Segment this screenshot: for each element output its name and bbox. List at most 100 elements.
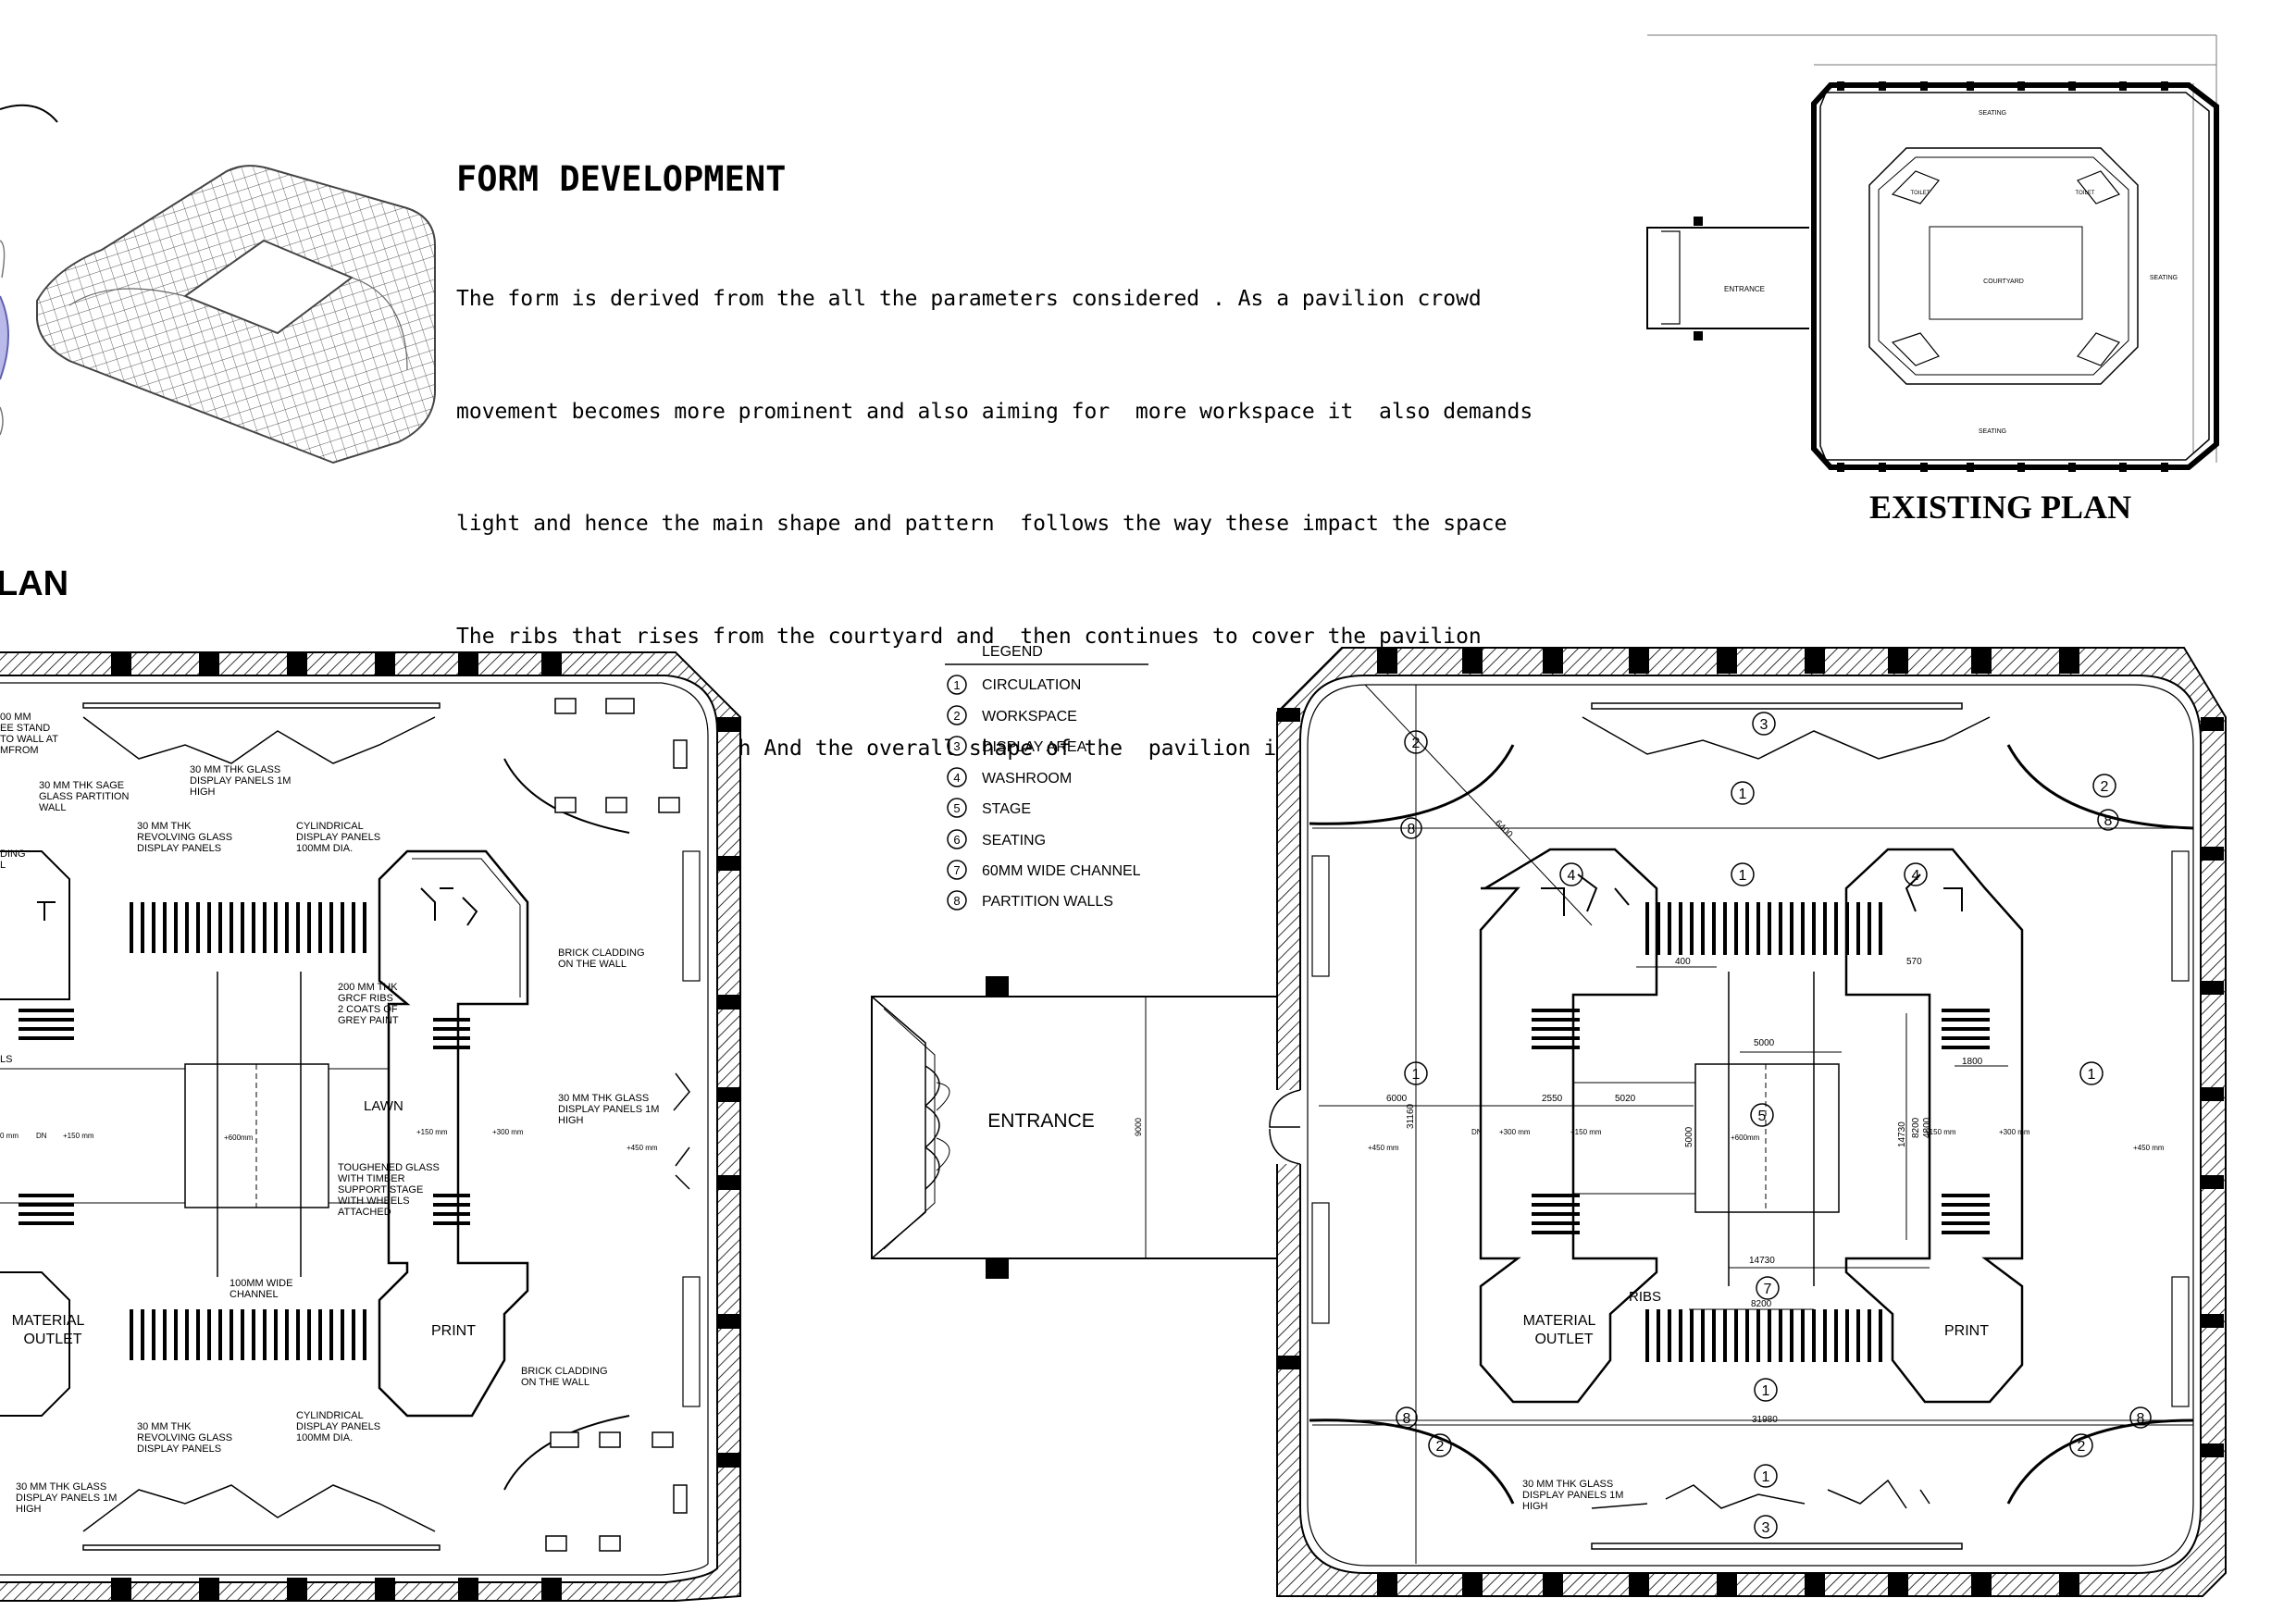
legend-label-5: STAGE xyxy=(982,801,1031,817)
zone-washroom-right: 4 xyxy=(1912,868,1920,884)
entrance-label: ENTRANCE xyxy=(987,1110,1095,1132)
form-line-3: light and hence the main shape and patte… xyxy=(456,512,1508,536)
existing-plan-drawing: SEATING SEATING SEATING COURTYARD ENTRAN… xyxy=(1646,34,2219,472)
dim-400: 400 xyxy=(1675,957,1691,967)
dim-2550: 2550 xyxy=(1542,1094,1563,1104)
lvl-300b: +300 mm xyxy=(1999,1128,2030,1136)
legend-label-7: 60MM WIDE CHANNEL xyxy=(982,863,1141,879)
legend-label-3: DISPLAY AREA xyxy=(982,739,1087,755)
dim-31160: 31160 xyxy=(1406,1103,1416,1129)
legend-item-7: 7 60MM WIDE CHANNEL xyxy=(947,860,1141,880)
new-plan-drawing: ENTRANCE 9000 xyxy=(871,647,2227,1597)
label-lvl-450: +450 mm xyxy=(627,1144,658,1152)
form-development-title: FORM DEVELOPMENT xyxy=(456,159,787,199)
zone-partition-tr: 8 xyxy=(2104,813,2113,829)
existing-seating-right: SEATING xyxy=(2150,275,2178,281)
existing-seating-top: SEATING xyxy=(1979,110,2006,117)
zone-workspace-tl: 2 xyxy=(1412,736,1421,751)
zone-circulation-top: 1 xyxy=(1739,787,1747,802)
existing-seating-bottom: SEATING xyxy=(1979,428,2006,435)
form-line-1: The form is derived from the all the par… xyxy=(456,287,1482,311)
legend-item-3: 3 DISPLAY AREA xyxy=(947,736,1087,756)
existing-toilet-left: TOILET xyxy=(1911,191,1930,196)
zone-workspace-br: 2 xyxy=(2078,1439,2086,1455)
legend: LEGEND 1 CIRCULATION 2 WORKSPACE 3 DISPLAY … xyxy=(945,644,1148,911)
zone-partition-bl: 8 xyxy=(1403,1411,1411,1427)
dim-5000: 5000 xyxy=(1754,1038,1775,1048)
dim-14730: 14730 xyxy=(1749,1256,1775,1266)
left-section-title: LAN xyxy=(0,564,69,603)
zone-display-bottom: 3 xyxy=(1762,1520,1770,1536)
zone-workspace-bl: 2 xyxy=(1436,1439,1445,1455)
existing-courtyard: COURTYARD xyxy=(1983,279,2024,285)
legend-num-2: 2 xyxy=(953,709,960,723)
label-lvl-300: +300 mm xyxy=(492,1128,524,1136)
dim-1800: 1800 xyxy=(1962,1057,1983,1067)
zone-display-top: 3 xyxy=(1760,717,1769,733)
zone-stage: 5 xyxy=(1758,1109,1767,1124)
legend-num-8: 8 xyxy=(953,894,960,908)
dim-5020: 5020 xyxy=(1615,1094,1636,1104)
label-ls: LS xyxy=(0,1054,12,1065)
existing-entrance: ENTRANCE xyxy=(1724,285,1765,293)
new-ribs-label: RIBS xyxy=(1629,1289,1661,1305)
legend-title: LEGEND xyxy=(982,644,1043,660)
lvl-300: +300 mm xyxy=(1499,1128,1531,1136)
dim-14730v: 14730 xyxy=(1897,1121,1907,1147)
dim-31980: 31980 xyxy=(1752,1415,1778,1425)
label-print: PRINT xyxy=(431,1323,476,1339)
lvl-150: +150 mm xyxy=(1570,1128,1602,1136)
zone-circulation-mid: 1 xyxy=(1739,868,1747,884)
legend-num-3: 3 xyxy=(953,739,960,753)
zone-partition-br: 8 xyxy=(2137,1411,2145,1427)
legend-num-6: 6 xyxy=(953,833,960,847)
label-lvl-150: +150 mm xyxy=(63,1132,94,1140)
legend-num-1: 1 xyxy=(953,678,960,692)
zone-circulation-lower: 1 xyxy=(1762,1469,1770,1485)
zone-circulation-left: 1 xyxy=(1412,1067,1421,1083)
legend-label-6: SEATING xyxy=(982,833,1046,849)
zone-washroom-left: 4 xyxy=(1568,868,1576,884)
legend-item-8: 8 PARTITION WALLS xyxy=(947,890,1113,911)
legend-item-1: 1 CIRCULATION xyxy=(947,675,1081,695)
legend-num-7: 7 xyxy=(953,863,960,877)
dim-4800: 4800 xyxy=(1922,1117,1932,1138)
existing-toilet-right: TOILET xyxy=(2076,191,2095,196)
dim-9000: 9000 xyxy=(1134,1118,1143,1136)
zone-circulation-bottom: 1 xyxy=(1762,1383,1770,1399)
legend-item-6: 6 SEATING xyxy=(947,829,1046,849)
legend-label-2: WORKSPACE xyxy=(982,709,1077,725)
lvl-450b: +450 mm xyxy=(2133,1144,2165,1152)
legend-label-4: WASHROOM xyxy=(982,771,1072,787)
legend-label-1: CIRCULATION xyxy=(982,677,1081,693)
zone-channel: 7 xyxy=(1764,1282,1772,1297)
legend-label-8: PARTITION WALLS xyxy=(982,894,1113,910)
zone-circulation-right: 1 xyxy=(2088,1067,2096,1083)
lvl-450a: +450 mm xyxy=(1368,1144,1399,1152)
lvl-dn: DN xyxy=(1471,1128,1483,1136)
dim-8200v: 8200 xyxy=(1911,1117,1921,1138)
label-lawn: LAWN xyxy=(364,1098,403,1114)
dim-5000v: 5000 xyxy=(1684,1126,1694,1147)
label-dn: DN xyxy=(36,1132,47,1140)
